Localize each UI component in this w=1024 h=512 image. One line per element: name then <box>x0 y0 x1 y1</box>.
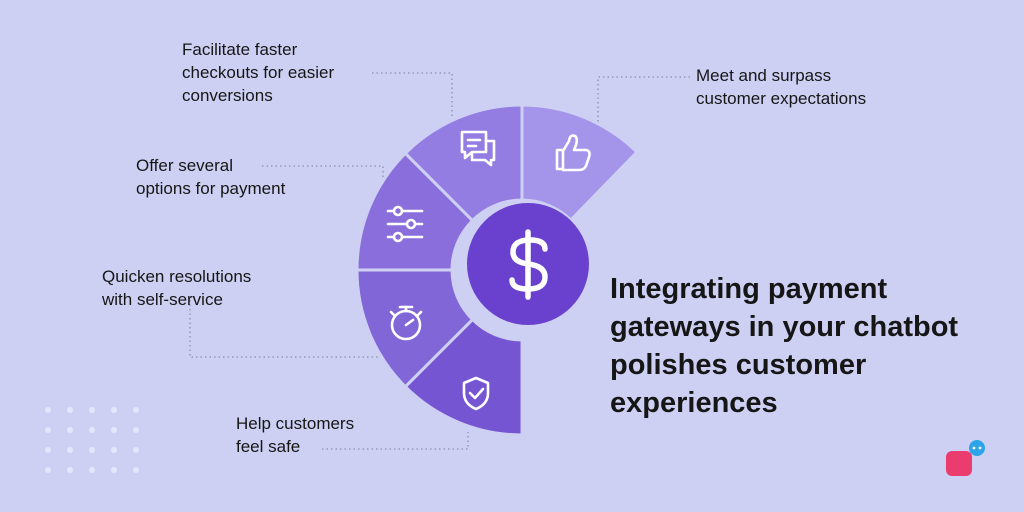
connector-expectations <box>597 76 690 125</box>
label-expectations: Meet and surpass customer expectations <box>696 66 867 108</box>
sliders-knobs <box>392 205 417 243</box>
dot-grid <box>45 407 139 473</box>
label-resolutions: Quicken resolutions with self-service <box>102 267 252 309</box>
shield-check-icon <box>462 376 490 411</box>
brand-logo <box>946 440 985 476</box>
connector-checkouts <box>372 72 453 130</box>
segment-resolutions <box>355 268 474 389</box>
dollar-icon <box>509 229 548 300</box>
label-safe: Help customers feel safe <box>236 414 355 456</box>
connector-resolutions <box>189 300 378 358</box>
segment-safe <box>403 318 524 437</box>
chat-bubbles-icon <box>460 130 496 167</box>
headline: Integrating payment gateways in your cha… <box>610 273 959 419</box>
stopwatch-icon <box>389 305 423 341</box>
thumbs-up-icon <box>555 134 591 172</box>
label-checkouts: Facilitate faster checkouts for easier c… <box>182 40 335 105</box>
connector-lines <box>189 72 690 450</box>
segment-checkouts <box>403 103 524 222</box>
label-payment-options: Offer several options for payment <box>136 156 286 198</box>
segment-expectations <box>520 103 639 222</box>
